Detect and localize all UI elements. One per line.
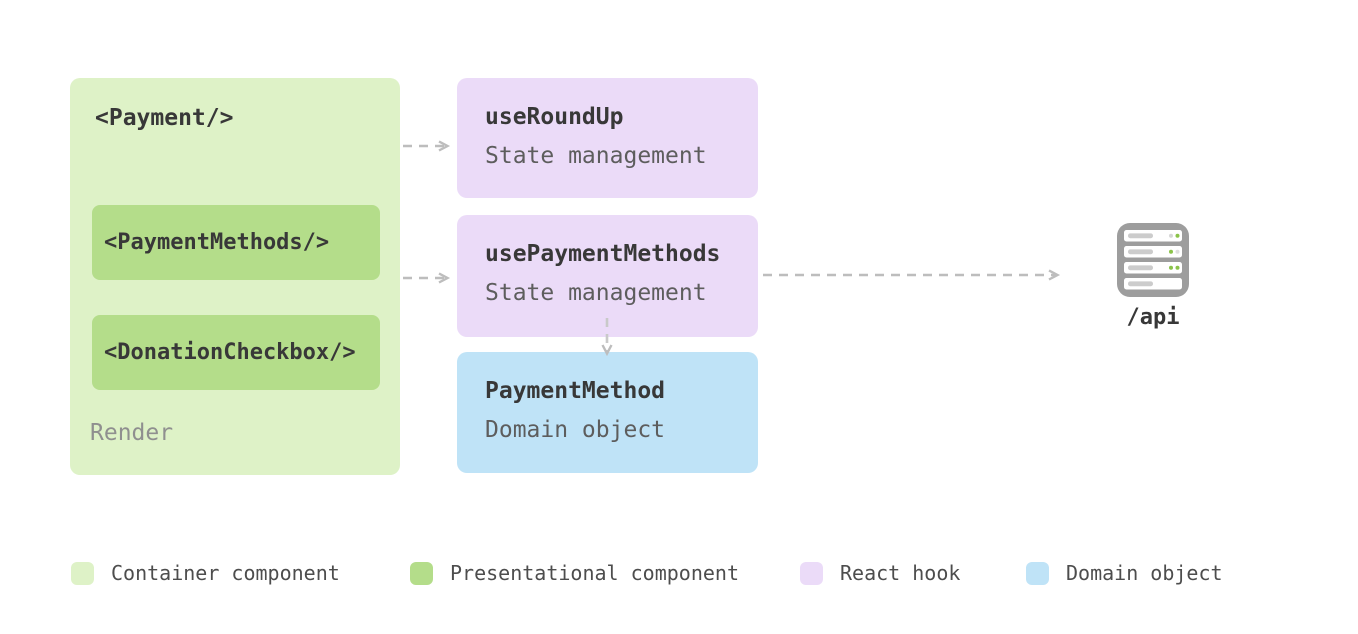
presentational-component-paymentmethods: <PaymentMethods/> <box>92 205 380 280</box>
legend-swatch-domain-object <box>1026 561 1049 585</box>
legend-label-presentational-component: Presentational component <box>450 561 739 585</box>
legend-swatch-container-component <box>71 561 94 585</box>
presentational-component-donationcheckbox: <DonationCheckbox/> <box>92 315 380 390</box>
legend-item-container-component: Container component <box>71 558 340 588</box>
container-component-payment: <Payment/> <PaymentMethods/> <DonationCh… <box>70 78 400 475</box>
legend-label-domain-object: Domain object <box>1066 561 1223 585</box>
react-hook-useroundup: useRoundUp State management <box>457 78 758 198</box>
useroundup-title: useRoundUp <box>485 104 624 130</box>
api-label: /api <box>1126 305 1180 330</box>
legend-label-container-component: Container component <box>111 561 340 585</box>
legend-swatch-react-hook <box>800 561 823 585</box>
usepaymentmethods-title: usePaymentMethods <box>485 241 721 267</box>
paymentmethod-title: PaymentMethod <box>485 378 666 404</box>
api-endpoint-node: /api <box>1108 223 1198 330</box>
legend-swatch-presentational-component <box>410 561 433 585</box>
legend-label-react-hook: React hook <box>840 561 961 585</box>
paymentmethod-subtitle: Domain object <box>485 417 666 443</box>
payment-component-label: <Payment/> <box>95 105 234 131</box>
server-icon <box>1117 223 1189 297</box>
domain-object-paymentmethod: PaymentMethod Domain object <box>457 352 758 473</box>
donationcheckbox-component-label: <DonationCheckbox/> <box>104 340 356 365</box>
paymentmethods-component-label: <PaymentMethods/> <box>104 230 330 255</box>
legend-item-react-hook: React hook <box>800 558 960 588</box>
useroundup-subtitle: State management <box>485 143 707 169</box>
legend-item-domain-object: Domain object <box>1026 558 1223 588</box>
react-hook-usepaymentmethods: usePaymentMethods State management <box>457 215 758 337</box>
render-label: Render <box>90 420 174 446</box>
legend-item-presentational-component: Presentational component <box>410 558 739 588</box>
usepaymentmethods-subtitle: State management <box>485 280 707 306</box>
